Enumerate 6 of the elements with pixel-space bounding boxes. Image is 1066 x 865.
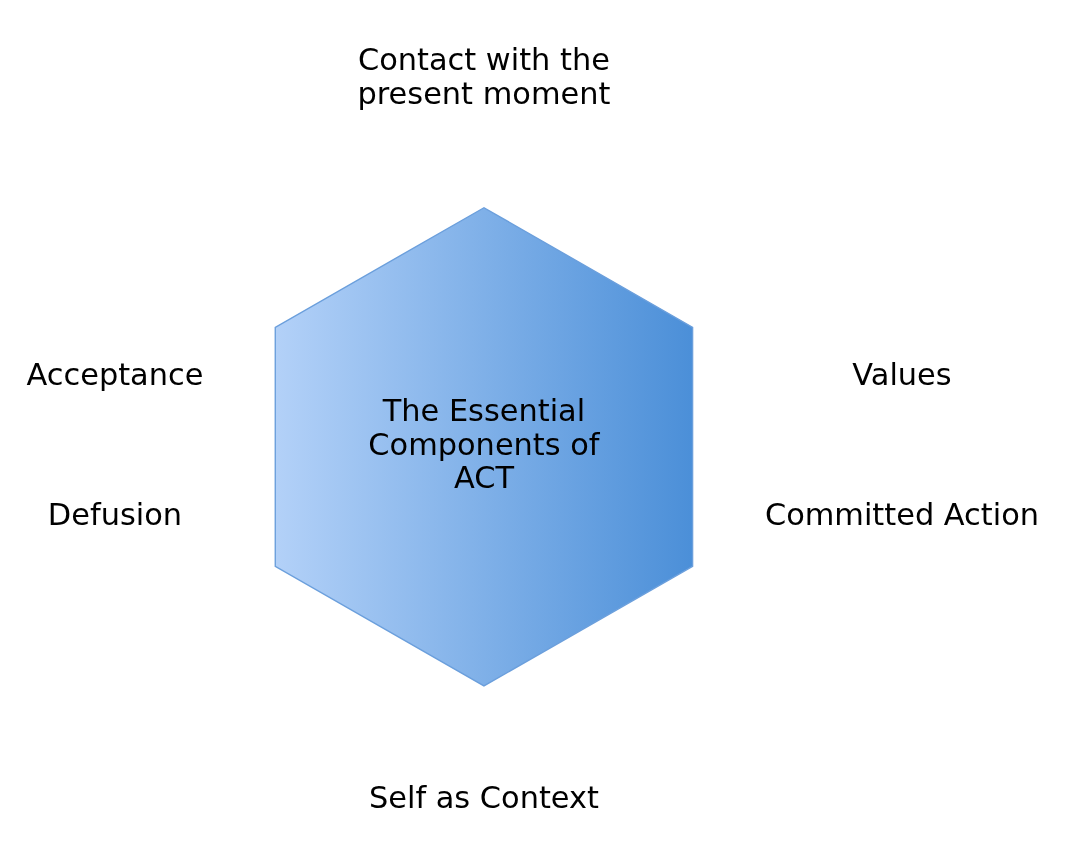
label: Committed Action	[764, 496, 1040, 532]
label: Self as Context	[368, 779, 599, 815]
label: Acceptance	[26, 356, 204, 392]
label: Defusion	[47, 496, 183, 532]
label: Contact with the present moment	[357, 41, 611, 111]
label: Values	[852, 356, 952, 392]
